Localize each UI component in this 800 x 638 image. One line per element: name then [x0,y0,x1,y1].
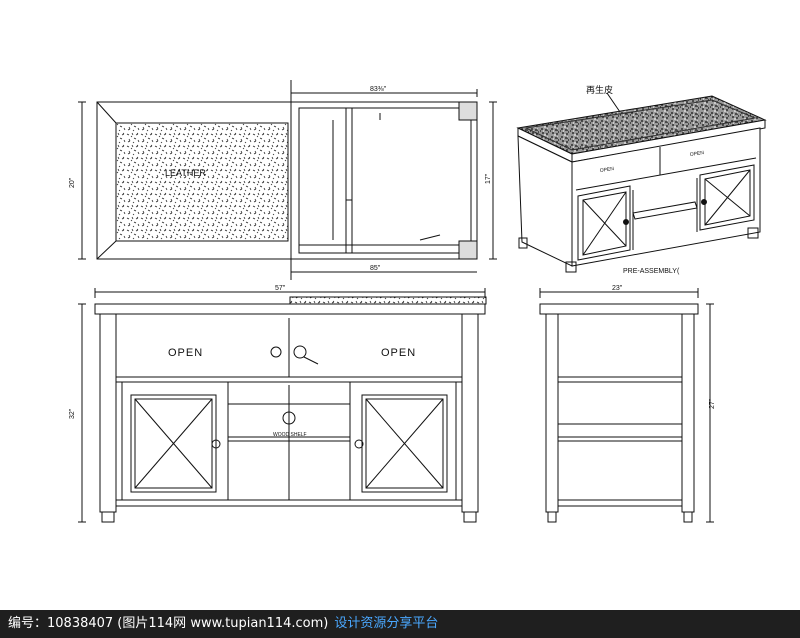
front-width-dim: 57" [275,285,286,292]
top-plan-bottom-dim: 85" [370,265,381,272]
leather-panel [115,122,289,242]
side-width-dim: 23" [612,285,623,292]
cabinet-cad-drawing: LEATHER 83⅜" 85" 20" 17" [69,80,767,523]
iso-view [516,92,767,273]
front-elevation [78,288,487,523]
iso-open-right: OPEN [689,150,704,158]
footer-text: 编号：10838407 (图片114网 www.tupian114.com) 设计… [8,610,438,638]
footer-bar: 编号：10838407 (图片114网 www.tupian114.com) 设计… [0,610,800,638]
regen-leather-label: 再生皮 [586,84,613,95]
top-plan-depth-dim: 17" [485,173,492,184]
wood-shelf-label: WOOD SHELF [273,432,307,438]
footer-id-text: 编号：10838407 (图片114网 www.tupian114.com) [8,616,329,631]
footer-site-link[interactable]: 设计资源分享平台 [334,616,439,631]
side-elevation [539,288,714,523]
front-height-dim: 32" [69,408,76,419]
pre-assembly-label: PRE-ASSEMBLY( [623,268,680,275]
front-open-left: OPEN [168,347,203,359]
top-plan-view [78,80,497,280]
leather-label: LEATHER [165,168,206,178]
iso-open-left: OPEN [599,166,614,174]
top-plan-width-dim: 83⅜" [370,86,387,93]
side-height-dim: 27" [709,398,716,409]
leather-height-dim: 20" [69,177,76,188]
front-open-right: OPEN [381,347,416,359]
